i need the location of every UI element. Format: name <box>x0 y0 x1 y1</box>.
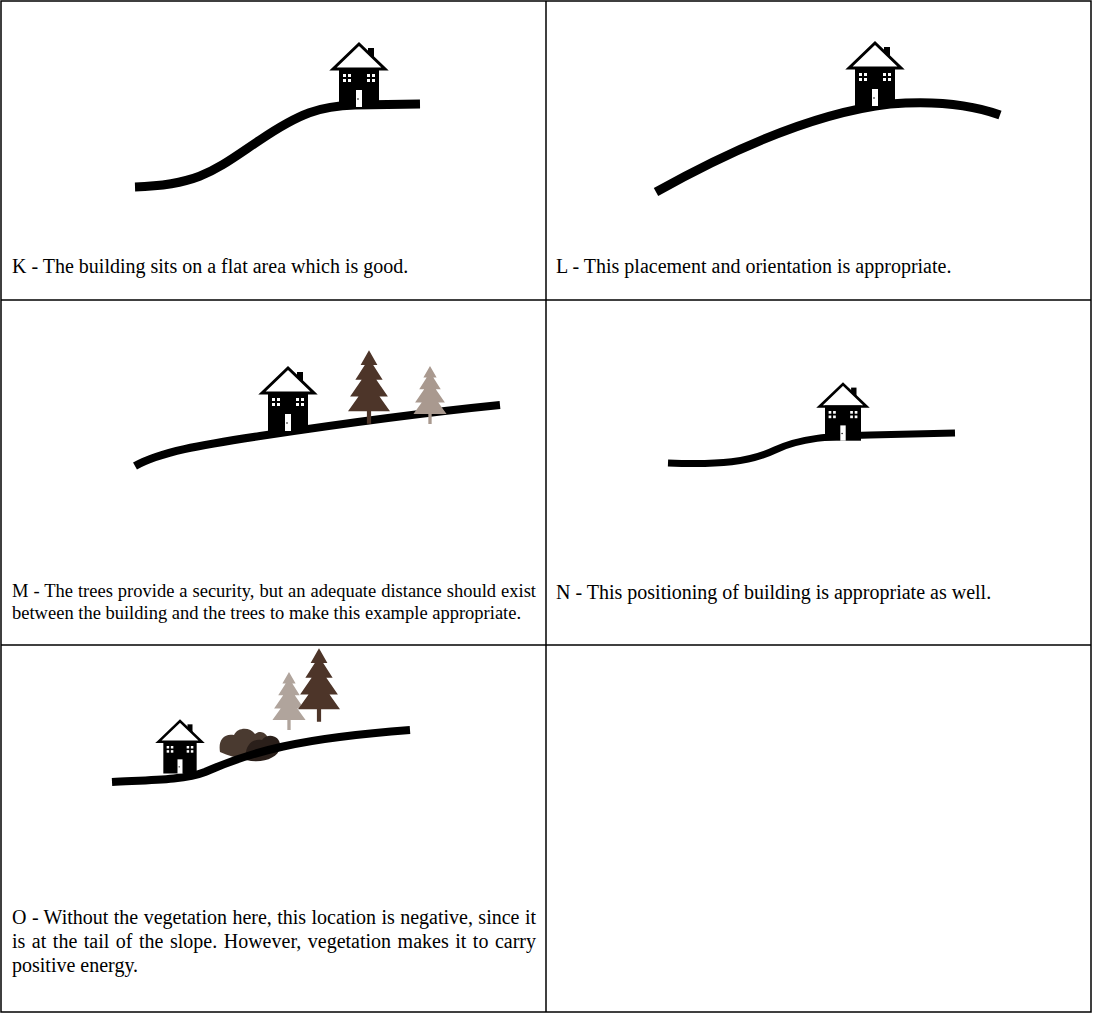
caption-text: M - The trees provide a security, but an… <box>12 580 536 624</box>
slope-illustration <box>112 648 410 782</box>
caption-text: N - This positioning of building is appr… <box>556 580 1026 604</box>
caption-text: L - This placement and orientation is ap… <box>556 254 976 278</box>
caption-text: K - The building sits on a flat area whi… <box>12 254 512 278</box>
slope-illustration <box>135 44 420 187</box>
caption-text: O - Without the vegetation here, this lo… <box>12 905 536 977</box>
slope-illustration <box>668 384 955 464</box>
slope-illustration <box>135 350 500 466</box>
slope-illustration <box>656 43 1000 192</box>
